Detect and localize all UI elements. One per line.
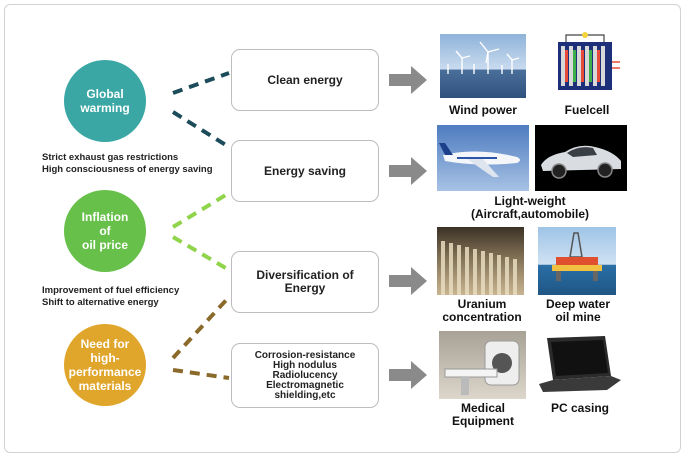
pc-casing-image — [537, 334, 623, 396]
link-oil-price-diversification — [171, 235, 231, 272]
note-line: Shift to alternative energy — [42, 297, 159, 308]
note-restrictions: Strict exhaust gas restrictions High con… — [42, 152, 213, 176]
uranium-image — [437, 227, 524, 295]
link-materials-diversification — [171, 295, 231, 360]
note-fuel-efficiency: Improvement of fuel efficiency Shift to … — [42, 285, 179, 309]
label-fuelcell: Fuelcell — [564, 103, 610, 117]
label-light-weight: Light-weight (Aircraft,automobile) — [470, 194, 589, 221]
wind-power-image — [440, 34, 526, 98]
effect-diversification: Diversification of Energy — [231, 251, 379, 313]
automobile-image — [535, 125, 627, 191]
effect-clean-energy: Clean energy — [231, 49, 379, 111]
arrow-right-icon — [389, 267, 427, 295]
label-wind-power: Wind power — [449, 103, 517, 117]
arrow-right-icon — [389, 66, 427, 94]
link-global-warming-clean-energy — [172, 71, 230, 95]
medical-equipment-image — [439, 331, 526, 399]
link-global-warming-energy-saving — [171, 110, 231, 149]
label-pc-casing: PC casing — [550, 401, 610, 415]
effect-energy-saving: Energy saving — [231, 140, 379, 202]
oil-rig-image — [538, 227, 616, 295]
label-medical: Medical Equipment — [452, 401, 514, 428]
note-line: High consciousness of energy saving — [42, 164, 213, 175]
link-materials-properties — [172, 368, 230, 380]
laptop-icon — [539, 336, 621, 392]
label-uranium: Uranium concentration — [442, 297, 522, 324]
wind-turbine-icon — [447, 41, 520, 74]
airplane-icon — [439, 143, 520, 177]
arrow-right-icon — [389, 361, 427, 389]
aircraft-image — [437, 125, 529, 191]
arrow-right-icon — [389, 157, 427, 185]
car-icon — [541, 145, 621, 179]
cause-global-warming: Global warming — [64, 60, 146, 142]
link-oil-price-energy-saving — [171, 191, 231, 229]
effect-material-properties: Corrosion-resistance High nodulus Radiol… — [231, 343, 379, 408]
label-deep-water: Deep water oil mine — [545, 297, 611, 324]
cause-high-performance-materials: Need for high- performance materials — [64, 324, 146, 406]
oil-rig-icon — [552, 232, 602, 281]
fuelcell-icon — [558, 32, 620, 90]
fuelcell-image — [552, 32, 622, 98]
cause-oil-price: Inflation of oil price — [64, 190, 146, 272]
note-line: Improvement of fuel efficiency — [42, 285, 180, 296]
note-line: Strict exhaust gas restrictions — [42, 152, 179, 163]
medical-scanner-icon — [444, 340, 520, 395]
centrifuge-icon — [441, 241, 517, 295]
